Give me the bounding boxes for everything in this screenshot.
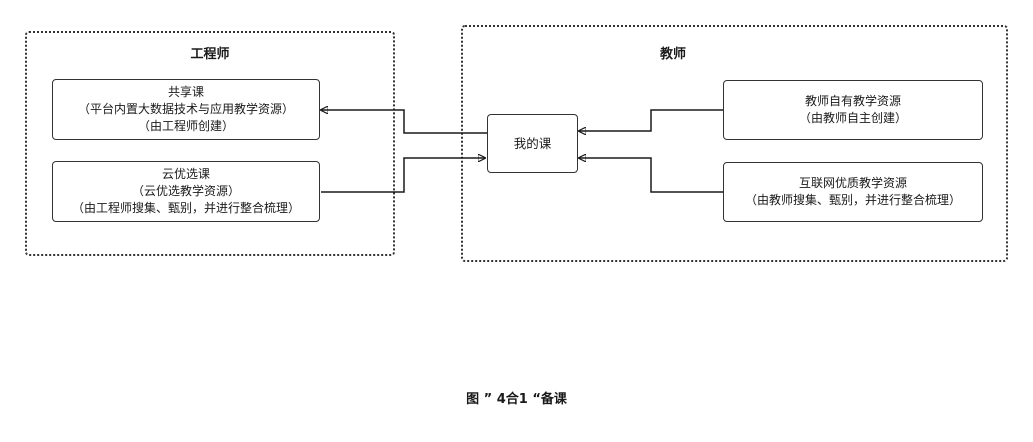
node-internet-quality: 互联网优质教学资源 （由教师搜集、甄别，并进行整合梳理）	[723, 162, 983, 222]
node-internet-quality-line-2: （由教师搜集、甄别，并进行整合梳理）	[744, 193, 961, 207]
node-my-course: 我的课	[487, 114, 578, 173]
teacher-group	[461, 25, 1008, 262]
node-cloud-course: 云优选课 （云优选教学资源） （由工程师搜集、甄别，并进行整合梳理）	[52, 161, 320, 222]
node-cloud-course-line-1: 云优选课	[161, 167, 210, 181]
engineer-group	[25, 31, 395, 256]
node-internet-quality-line-1: 互联网优质教学资源	[798, 176, 907, 190]
node-shared-course-line-2: （平台内置大数据技术与应用教学资源）	[77, 102, 294, 116]
engineer-group-title: 工程师	[190, 47, 230, 62]
edge-my-course-to-shared-course	[321, 110, 487, 134]
node-cloud-course-line-2: （云优选教学资源）	[131, 184, 240, 198]
teacher-group-title: 教师	[659, 47, 686, 62]
figure-caption: 图 ” 4合1 “备课	[466, 392, 567, 407]
node-my-course-label: 我的课	[513, 136, 552, 151]
node-shared-course: 共享课 （平台内置大数据技术与应用教学资源） （由工程师创建）	[52, 79, 320, 140]
node-cloud-course-line-3: （由工程师搜集、甄别，并进行整合梳理）	[71, 201, 300, 215]
edge-teacher-own-to-my-course	[579, 109, 723, 131]
node-shared-course-line-3: （由工程师创建）	[137, 119, 234, 133]
node-teacher-own-line-2: （由教师自主创建）	[798, 111, 907, 125]
node-teacher-own: 教师自有教学资源 （由教师自主创建）	[723, 80, 983, 140]
node-shared-course-line-1: 共享课	[167, 85, 204, 99]
edge-internet-quality-to-my-course	[579, 158, 723, 193]
edge-cloud-course-to-my-course	[321, 158, 485, 193]
node-teacher-own-line-1: 教师自有教学资源	[804, 94, 901, 108]
